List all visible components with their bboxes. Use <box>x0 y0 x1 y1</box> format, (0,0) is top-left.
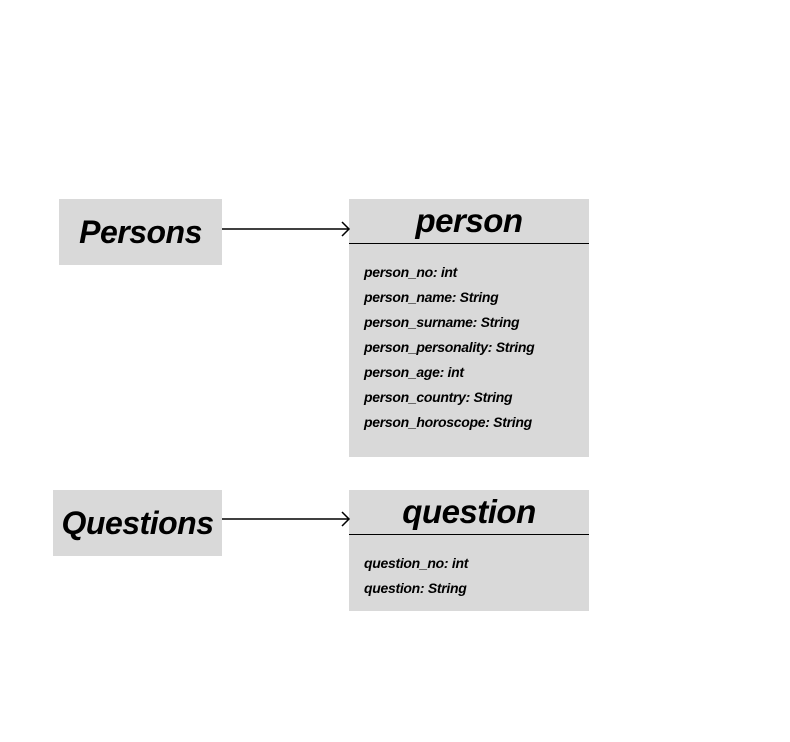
questions-label-box: Questions <box>53 490 222 556</box>
question-attribute-list: question_no: int question: String <box>349 535 589 601</box>
question-class-name: question <box>402 493 536 530</box>
attribute-item: person_surname: String <box>364 314 520 330</box>
attribute-item: person_country: String <box>364 389 513 405</box>
attribute-item: question_no: int <box>364 555 469 571</box>
persons-label: Persons <box>79 213 202 250</box>
attribute-item: person_no: int <box>364 264 458 280</box>
persons-to-person-arrow <box>222 221 351 237</box>
question-class-box: question question_no: int question: Stri… <box>349 490 589 611</box>
questions-to-question-arrow <box>222 511 351 527</box>
questions-label: Questions <box>61 504 214 541</box>
person-attribute-list: person_no: int person_name: String perso… <box>349 244 589 435</box>
persons-label-box: Persons <box>59 199 222 265</box>
person-class-box: person person_no: int person_name: Strin… <box>349 199 589 457</box>
attribute-item: person_horoscope: String <box>364 414 532 430</box>
attribute-item: person_age: int <box>364 364 464 380</box>
attribute-item: person_name: String <box>364 289 499 305</box>
question-class-title: question <box>349 490 589 535</box>
attribute-item: question: String <box>364 580 467 596</box>
attribute-item: person_personality: String <box>364 339 535 355</box>
person-class-title: person <box>349 199 589 244</box>
person-class-name: person <box>415 202 523 239</box>
